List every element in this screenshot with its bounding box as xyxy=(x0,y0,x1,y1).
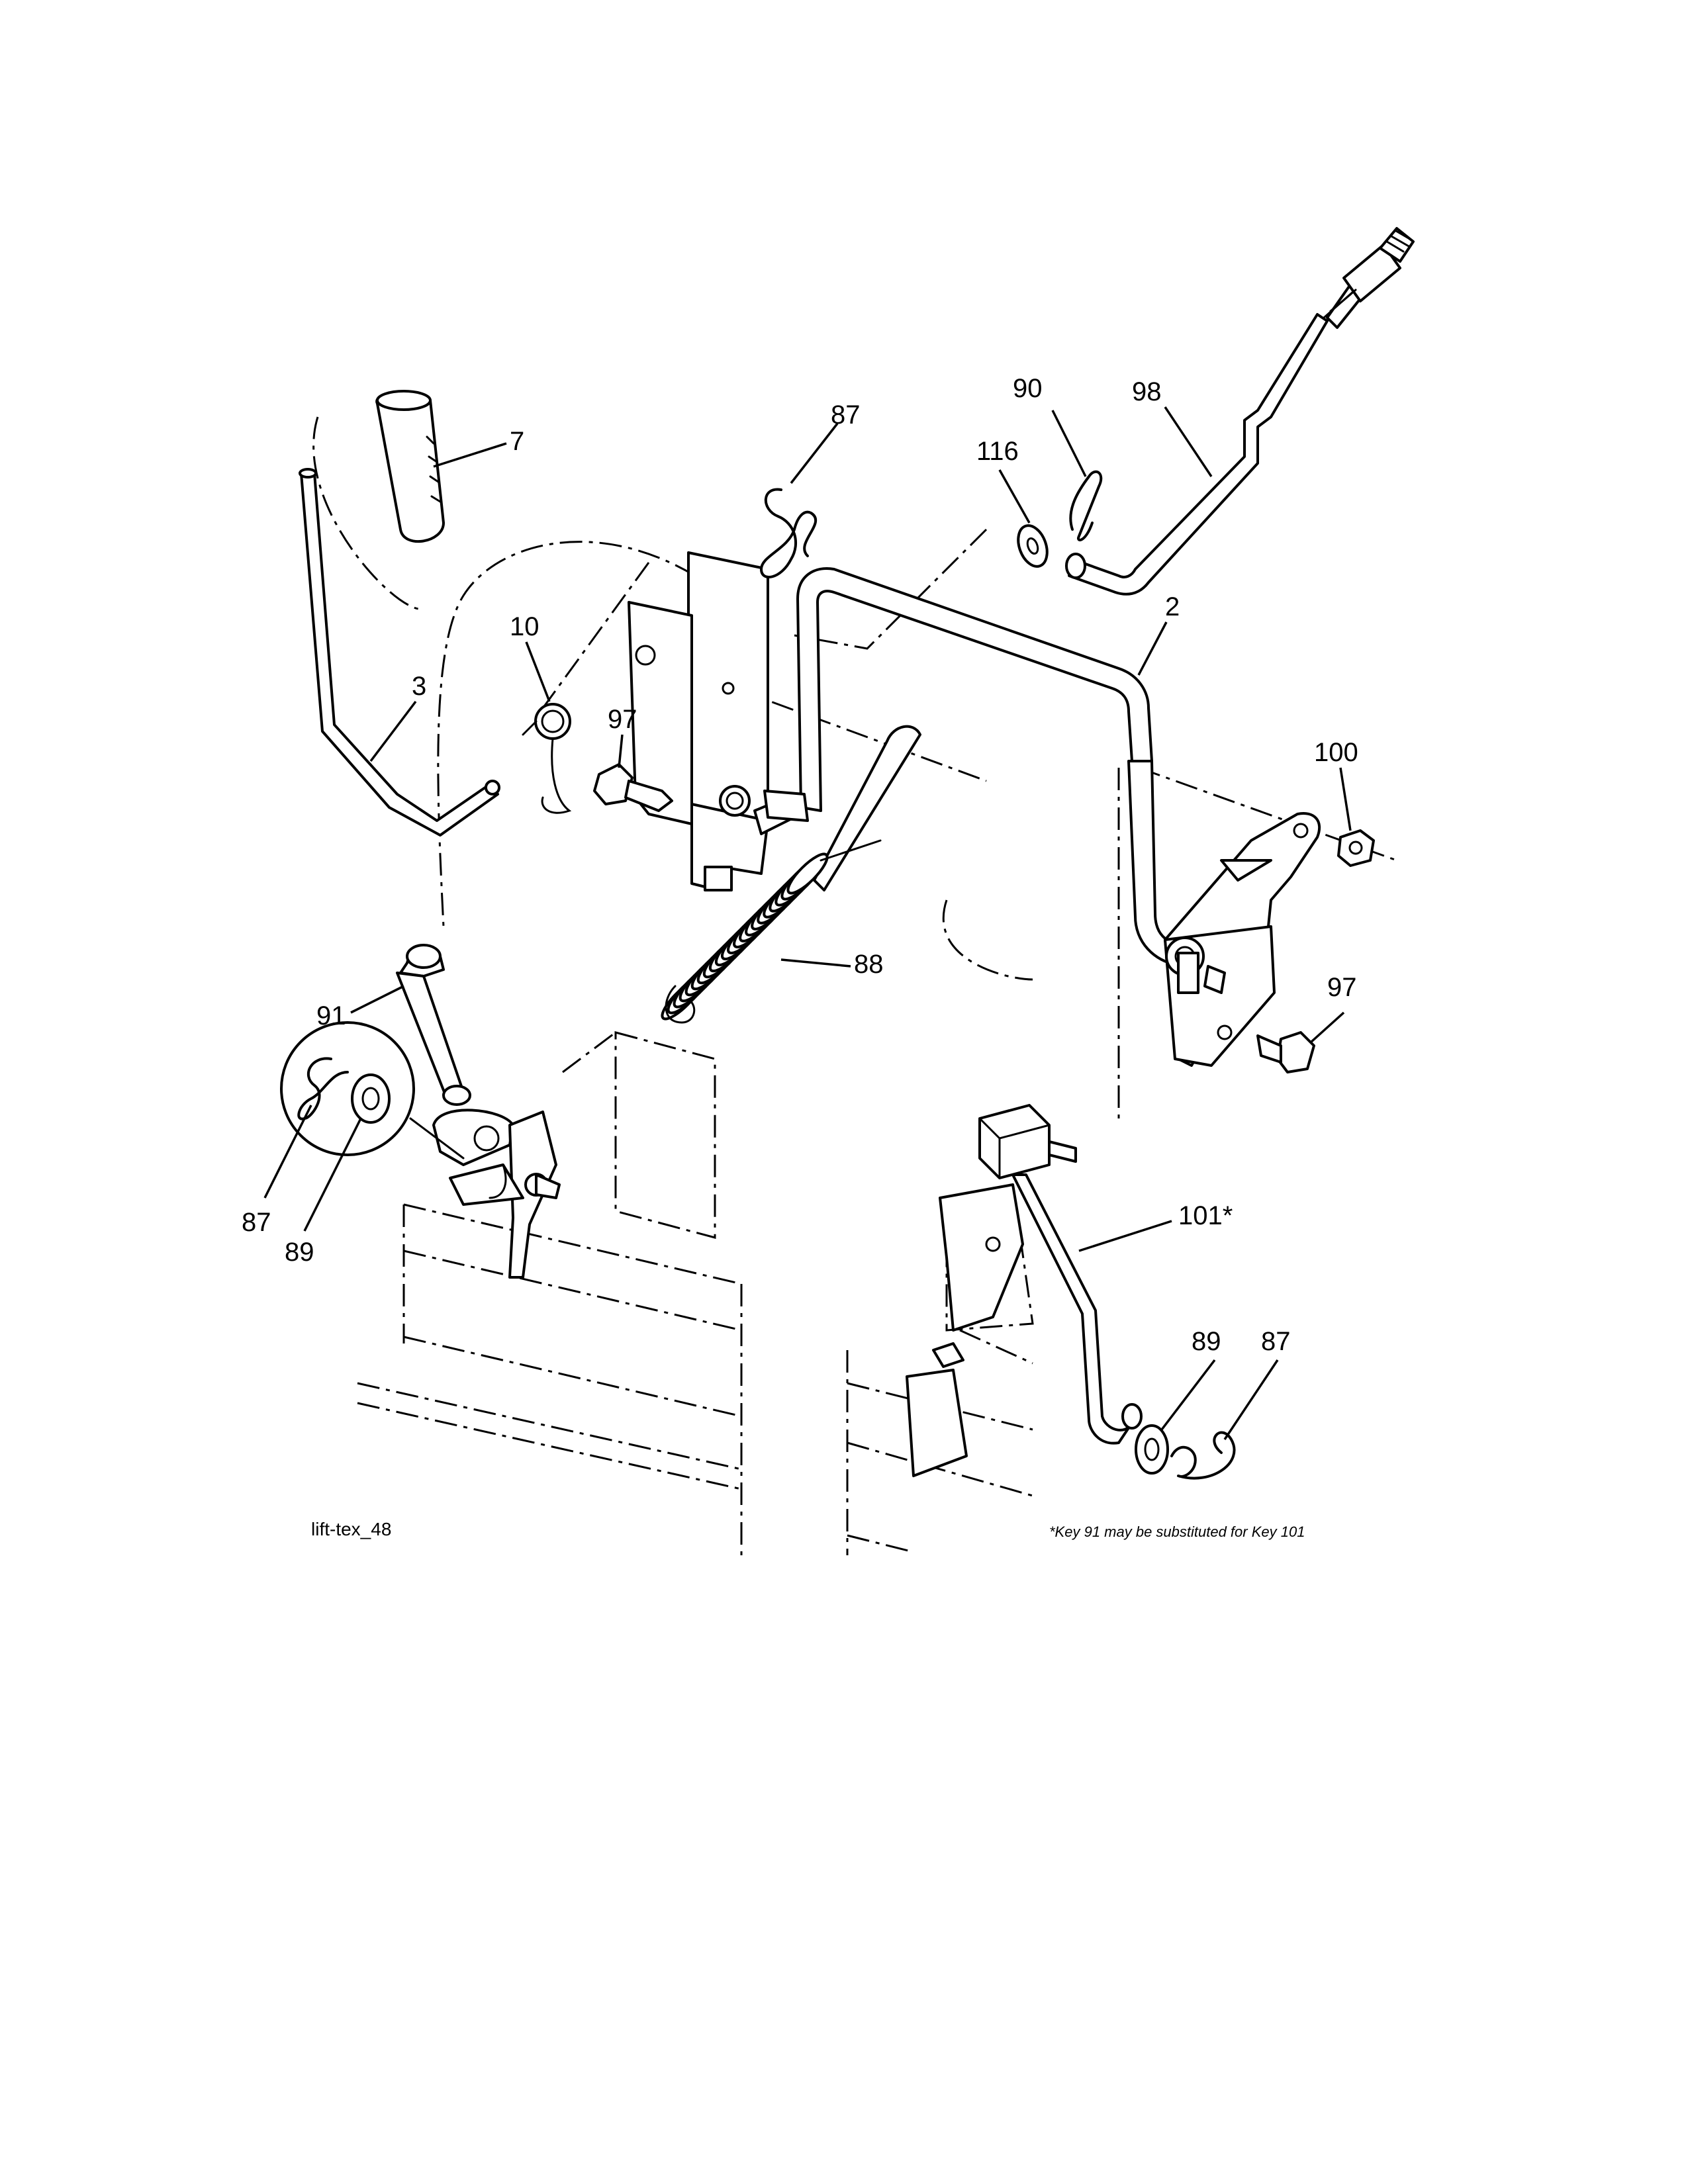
extension-spring xyxy=(661,725,921,1024)
callout-97-left: 97 xyxy=(608,705,637,734)
callout-3: 3 xyxy=(412,672,426,701)
callout-89-left: 89 xyxy=(285,1238,314,1267)
flat-washer-116 xyxy=(1017,524,1049,568)
callout-116: 116 xyxy=(976,437,1019,466)
callout-88: 88 xyxy=(854,950,884,979)
lift-arm-bracket-right xyxy=(1164,812,1321,1067)
deck-hanger-right xyxy=(906,1183,1024,1477)
adjust-rod xyxy=(1065,227,1415,596)
lift-bracket xyxy=(628,551,802,891)
shoulder-bolt-left xyxy=(593,763,673,812)
lift-handle-rod xyxy=(299,468,500,837)
detail-inset xyxy=(280,1021,465,1160)
callout-87-left: 87 xyxy=(242,1208,271,1237)
torsion-spring xyxy=(522,703,572,814)
callout-90: 90 xyxy=(1013,374,1043,403)
hairpin-clip-90 xyxy=(1069,470,1103,541)
shoulder-bolt-right xyxy=(1256,1031,1315,1073)
callout-89-right: 89 xyxy=(1192,1327,1221,1356)
callout-87-right: 87 xyxy=(1261,1327,1291,1356)
callout-2: 2 xyxy=(1165,592,1180,621)
grip-part xyxy=(375,390,445,543)
callout-7: 7 xyxy=(510,427,524,456)
lift-link-101 xyxy=(978,1104,1143,1445)
hex-nut xyxy=(1337,829,1375,867)
callout-101: 101* xyxy=(1178,1201,1233,1230)
callouts: 7 87 90 98 116 2 10 3 97 100 97 88 91 87… xyxy=(242,374,1358,1356)
callout-100: 100 xyxy=(1314,738,1358,767)
callout-98: 98 xyxy=(1132,377,1162,406)
substitution-note: *Key 91 may be substituted for Key 101 xyxy=(1049,1524,1305,1540)
hairpin-clip-87-right xyxy=(1170,1431,1236,1480)
hairpin-clip-top xyxy=(760,488,818,578)
callout-91: 91 xyxy=(316,1001,346,1030)
callout-97-right: 97 xyxy=(1327,973,1357,1002)
flat-washer-89-right xyxy=(1135,1424,1169,1475)
leader-lines xyxy=(263,406,1352,1440)
deck-hanger-left xyxy=(432,1109,561,1279)
lift-link-91 xyxy=(396,944,471,1106)
lift-shaft xyxy=(763,567,1186,968)
diagram-code: lift-tex_48 xyxy=(311,1519,391,1539)
callout-87-top: 87 xyxy=(831,400,861,430)
spring-coil xyxy=(786,852,829,895)
callout-10: 10 xyxy=(510,612,539,641)
